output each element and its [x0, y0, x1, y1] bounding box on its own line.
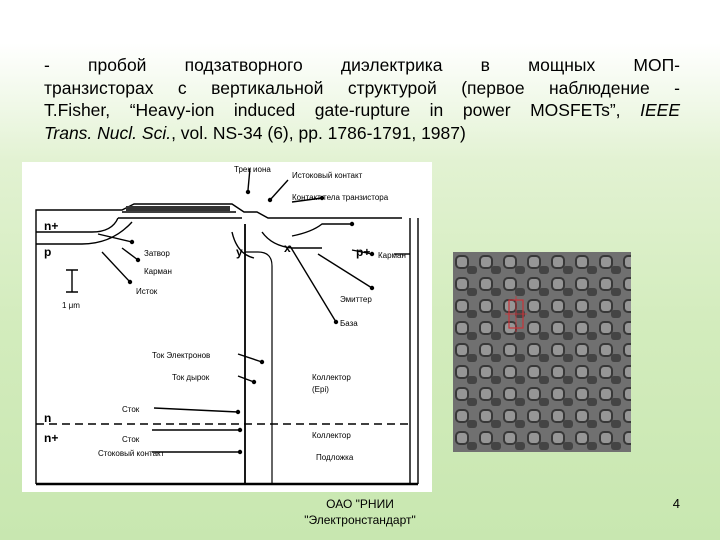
scale-label: 1 μm: [62, 301, 80, 310]
label-source-contact: Истоковый контакт: [292, 171, 363, 180]
footer-organization: ОАО "РНИИ "Электронстандарт": [280, 496, 440, 528]
journal-name-start: IEEE: [640, 100, 680, 120]
label-p-left: p: [44, 245, 51, 259]
label-substrate: Подложка: [316, 453, 354, 462]
label-drain-2: Сток: [122, 435, 140, 444]
page-number: 4: [672, 496, 680, 511]
label-source: Исток: [136, 287, 158, 296]
label-x: x: [284, 241, 291, 255]
footer-org-line-1: ОАО "РНИИ: [326, 497, 394, 511]
gate-rupture-micrograph: [453, 252, 631, 452]
label-drain-1: Сток: [122, 405, 140, 414]
text-line-4-body: , vol. NS-34 (6), pp. 1786-1791, 1987): [171, 122, 466, 143]
label-drain-contact: Стоковый контакт: [98, 449, 165, 458]
text-line-4: Trans. Nucl. Sci., vol. NS-34 (6), pp. 1…: [44, 122, 680, 145]
micrograph-image: [453, 252, 631, 452]
label-epi: (Epi): [312, 385, 329, 394]
label-n-plus-bottom: n+: [44, 431, 58, 445]
label-collector-2: Коллектор: [312, 431, 351, 440]
journal-name-end: Trans. Nucl. Sci.: [44, 122, 172, 143]
damage-marker: [505, 296, 527, 332]
label-body-contact: Контакт тела транзистора: [292, 193, 389, 202]
label-electron-current: Ток Электронов: [152, 351, 210, 360]
text-line-2: транзисторах с вертикальной структурой (…: [44, 77, 680, 98]
label-pocket-right: Карман: [378, 251, 406, 260]
label-p-plus: p+: [356, 245, 370, 259]
text-line-1: - пробой подзатворного диэлектрика в мощ…: [44, 55, 680, 75]
label-gate: Затвор: [144, 249, 170, 258]
text-line-3-body: T.Fisher, “Heavy-ion induced gate-ruptur…: [44, 100, 641, 120]
label-emitter: Эмиттер: [340, 295, 372, 304]
label-n-layer: n: [44, 411, 51, 425]
label-pocket-left: Карман: [144, 267, 172, 276]
label-hole-current: Ток дырок: [172, 373, 210, 382]
text-line-3: T.Fisher, “Heavy-ion induced gate-ruptur…: [44, 99, 680, 122]
slide-text: - пробой подзатворного диэлектрика в мощ…: [44, 54, 680, 144]
label-base: База: [340, 319, 358, 328]
label-ion-track: Трек иона: [234, 165, 271, 174]
mosfet-cross-section-figure: Трек иона Истоковый контакт Контакт тела…: [22, 162, 432, 492]
mosfet-cross-section-diagram: Трек иона Истоковый контакт Контакт тела…: [35, 165, 419, 486]
label-y: y: [236, 245, 243, 259]
label-collector-epi: Коллектор: [312, 373, 351, 382]
footer-org-line-2: "Электронстандарт": [304, 513, 416, 527]
label-n-plus-top: n+: [44, 219, 58, 233]
